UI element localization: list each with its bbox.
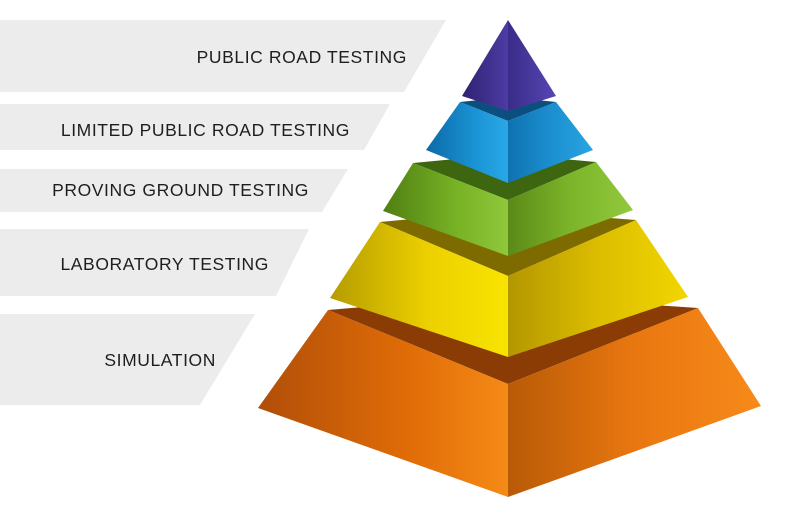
tier-label-laboratory: LABORATORY TESTING [60, 254, 269, 274]
label-band-limited [0, 104, 390, 150]
label-band-proving [0, 169, 348, 212]
pyramid-tier-public-road [462, 20, 556, 111]
label-band-public [0, 20, 446, 92]
tier-label-public-road: PUBLIC ROAD TESTING [196, 47, 407, 67]
label-band-lab [0, 229, 309, 296]
label-bands [0, 20, 446, 405]
label-band-sim [0, 314, 255, 405]
tier-label-proving-ground: PROVING GROUND TESTING [52, 180, 309, 200]
tier-label-simulation: SIMULATION [104, 350, 216, 370]
tier-label-limited-public-road: LIMITED PUBLIC ROAD TESTING [60, 120, 350, 140]
